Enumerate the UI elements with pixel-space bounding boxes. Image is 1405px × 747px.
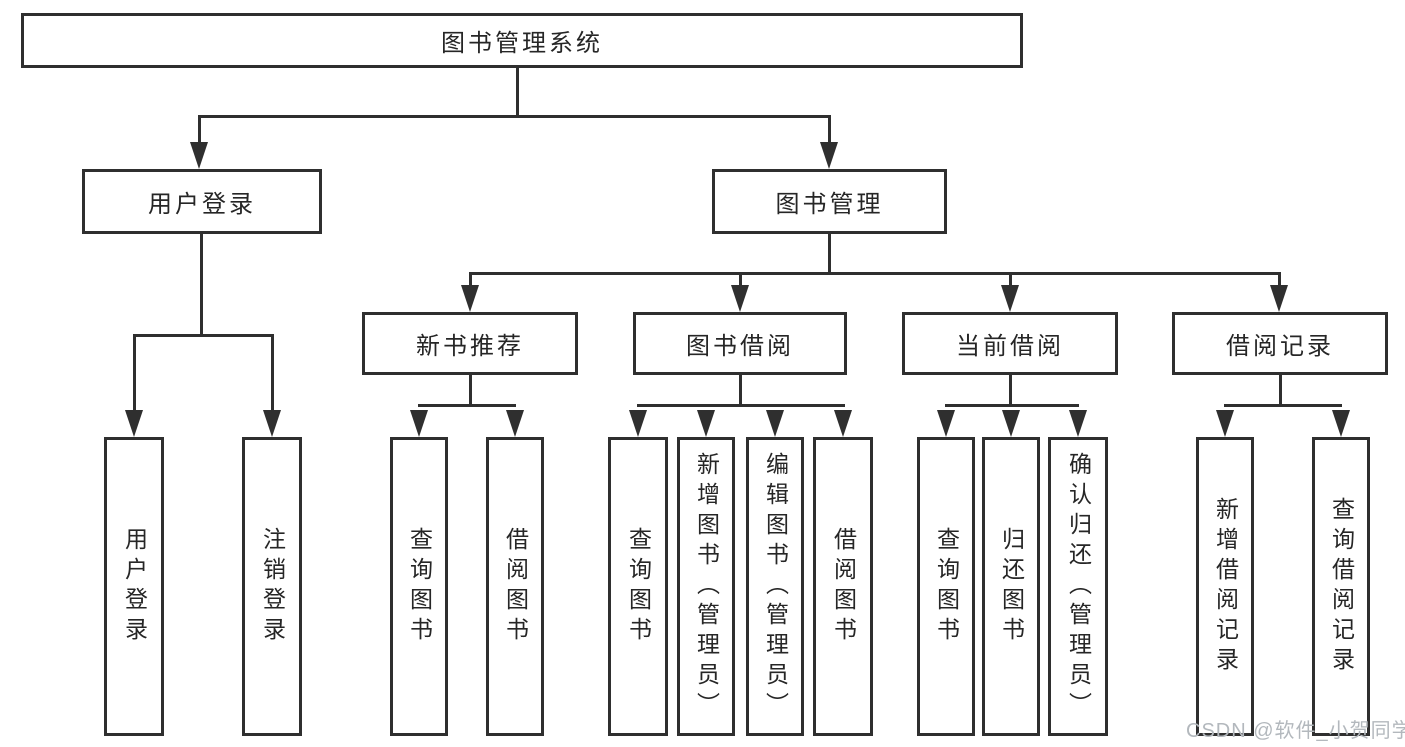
- leaf-label: 编辑图书（管理员）: [762, 451, 789, 722]
- connector-line: [200, 234, 203, 337]
- leaf-label: 新增借阅记录: [1212, 496, 1239, 677]
- leaf-newbook-query-books: 查询图书: [390, 437, 448, 736]
- connector-line: [945, 404, 1079, 407]
- connector-line: [198, 115, 201, 145]
- node-label: 图书管理: [775, 191, 884, 218]
- leaf-current-query-books: 查询图书: [917, 437, 975, 736]
- leaf-borrow-borrow-books: 借阅图书: [813, 437, 873, 736]
- leaf-records-add-record: 新增借阅记录: [1196, 437, 1254, 736]
- connector-line: [469, 272, 1281, 275]
- leaf-current-confirm-return-admin: 确认归还（管理员）: [1048, 437, 1108, 736]
- csdn-watermark: CSDN @软件_小贺同学: [1186, 720, 1405, 742]
- connector-line: [637, 404, 845, 407]
- leaf-label: 查询图书: [933, 526, 960, 647]
- leaf-label: 用户登录: [121, 526, 148, 647]
- node-user-login: 用户登录: [82, 169, 322, 234]
- arrow-down-icon: [731, 285, 749, 312]
- leaf-label: 确认归还（管理员）: [1065, 451, 1092, 722]
- arrow-down-icon: [190, 142, 208, 169]
- node-book-management: 图书管理: [712, 169, 947, 234]
- connector-line: [828, 115, 831, 145]
- connector-line: [198, 115, 831, 118]
- arrow-down-icon: [834, 410, 852, 437]
- node-book-borrowing: 图书借阅: [633, 312, 847, 375]
- connector-line: [739, 375, 742, 407]
- arrow-down-icon: [461, 285, 479, 312]
- connector-line: [133, 334, 136, 414]
- node-borrowing-records: 借阅记录: [1172, 312, 1388, 375]
- node-label: 图书借阅: [686, 333, 794, 360]
- leaf-user-login: 用户登录: [104, 437, 164, 736]
- arrow-down-icon: [410, 410, 428, 437]
- leaf-label: 借阅图书: [830, 526, 857, 647]
- leaf-label: 注销登录: [259, 526, 286, 647]
- leaf-borrow-add-books-admin: 新增图书（管理员）: [677, 437, 735, 736]
- connector-line: [469, 375, 472, 407]
- connector-line: [418, 404, 516, 407]
- leaf-label: 查询图书: [406, 526, 433, 647]
- leaf-label: 归还图书: [998, 526, 1025, 647]
- connector-line: [739, 272, 742, 290]
- node-label: 新书推荐: [416, 333, 524, 360]
- leaf-newbook-borrow-books: 借阅图书: [486, 437, 544, 736]
- connector-line: [1009, 272, 1012, 290]
- node-library-management-system: 图书管理系统: [21, 13, 1023, 68]
- leaf-logout-login: 注销登录: [242, 437, 302, 736]
- arrow-down-icon: [506, 410, 524, 437]
- node-label: 当前借阅: [956, 333, 1064, 360]
- arrow-down-icon: [697, 410, 715, 437]
- arrow-down-icon: [125, 410, 143, 437]
- arrow-down-icon: [1270, 285, 1288, 312]
- node-label: 借阅记录: [1226, 333, 1334, 360]
- arrow-down-icon: [766, 410, 784, 437]
- leaf-label: 新增图书（管理员）: [693, 451, 720, 722]
- leaf-current-return-books: 归还图书: [982, 437, 1040, 736]
- leaf-borrow-edit-books-admin: 编辑图书（管理员）: [746, 437, 804, 736]
- connector-line: [1009, 375, 1012, 407]
- connector-line: [1278, 272, 1281, 290]
- connector-line: [469, 272, 472, 290]
- arrow-down-icon: [937, 410, 955, 437]
- leaf-records-query-record: 查询借阅记录: [1312, 437, 1370, 736]
- arrow-down-icon: [820, 142, 838, 169]
- leaf-label: 查询借阅记录: [1328, 496, 1355, 677]
- arrow-down-icon: [1001, 285, 1019, 312]
- connector-line: [828, 234, 831, 275]
- node-label: 图书管理系统: [441, 30, 603, 57]
- connector-line: [1224, 404, 1342, 407]
- leaf-label: 查询图书: [625, 526, 652, 647]
- leaf-label: 借阅图书: [502, 526, 529, 647]
- arrow-down-icon: [1002, 410, 1020, 437]
- arrow-down-icon: [1332, 410, 1350, 437]
- connector-line: [271, 334, 274, 414]
- node-current-borrowing: 当前借阅: [902, 312, 1118, 375]
- connector-line: [133, 334, 274, 337]
- arrow-down-icon: [263, 410, 281, 437]
- arrow-down-icon: [1216, 410, 1234, 437]
- arrow-down-icon: [1069, 410, 1087, 437]
- connector-line: [1279, 375, 1282, 407]
- node-label: 用户登录: [148, 191, 256, 218]
- arrow-down-icon: [629, 410, 647, 437]
- connector-line: [516, 68, 519, 117]
- leaf-borrow-query-books: 查询图书: [608, 437, 668, 736]
- node-new-book-recommendation: 新书推荐: [362, 312, 578, 375]
